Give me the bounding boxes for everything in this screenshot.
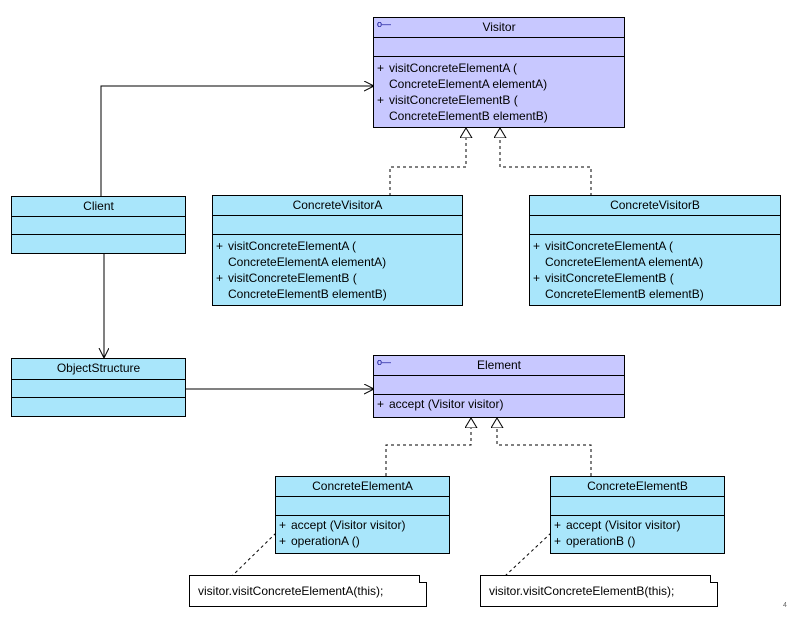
operations-section bbox=[12, 398, 185, 416]
note-anchor-a bbox=[231, 532, 277, 577]
note-fold-corner bbox=[710, 575, 718, 583]
class-client[interactable]: Client bbox=[11, 196, 186, 254]
attributes-section bbox=[374, 376, 624, 395]
operation: +visitConcreteElementB ( bbox=[216, 271, 357, 285]
class-object-structure[interactable]: ObjectStructure bbox=[11, 358, 186, 417]
class-name: Visitor bbox=[482, 20, 516, 34]
note-element-b[interactable]: visitor.visitConcreteElementB(this); bbox=[480, 575, 718, 607]
operations-section bbox=[12, 235, 185, 253]
note-anchor-b bbox=[504, 532, 552, 577]
operations-section: +accept (Visitor visitor) +operationB () bbox=[551, 516, 724, 549]
operation: +visitConcreteElementB ( bbox=[533, 271, 674, 285]
class-concrete-element-a[interactable]: ConcreteElementA +accept (Visitor visito… bbox=[275, 476, 450, 554]
class-name: ConcreteElementA bbox=[312, 479, 413, 493]
operation: +visitConcreteElementB ( bbox=[377, 93, 518, 107]
attributes-section bbox=[213, 216, 462, 235]
realize-visitora-visitor bbox=[389, 128, 466, 196]
note-text: visitor.visitConcreteElementB(this); bbox=[489, 584, 675, 598]
operations-section: +visitConcreteElementA ( ConcreteElement… bbox=[374, 57, 624, 124]
operation: +operationB () bbox=[554, 534, 636, 548]
assoc-client-visitor bbox=[100, 86, 374, 197]
interface-icon: o— bbox=[377, 19, 392, 29]
corner-mark: 4 bbox=[783, 602, 787, 609]
class-concrete-visitor-b[interactable]: ConcreteVisitorB +visitConcreteElementA … bbox=[529, 195, 781, 306]
operation: +accept (Visitor visitor) bbox=[377, 397, 504, 411]
operation: +visitConcreteElementA ( bbox=[216, 239, 357, 253]
operations-section: +visitConcreteElementA ( ConcreteElement… bbox=[213, 235, 462, 302]
class-name: ObjectStructure bbox=[56, 361, 141, 375]
realize-elementb-element bbox=[497, 418, 592, 476]
realize-elementa-element bbox=[385, 418, 471, 476]
class-name: ConcreteVisitorB bbox=[610, 198, 700, 212]
class-concrete-element-b[interactable]: ConcreteElementB +accept (Visitor visito… bbox=[550, 476, 725, 554]
class-name: Client bbox=[83, 199, 114, 213]
operation: +visitConcreteElementA ( bbox=[377, 61, 518, 75]
class-element[interactable]: o— Element +accept (Visitor visitor) bbox=[373, 355, 625, 418]
interface-icon: o— bbox=[377, 357, 392, 367]
class-name: Element bbox=[476, 358, 522, 372]
attributes-section bbox=[12, 217, 185, 235]
note-element-a[interactable]: visitor.visitConcreteElementA(this); bbox=[189, 575, 427, 607]
attributes-section bbox=[551, 497, 724, 516]
note-fold-corner bbox=[419, 575, 427, 583]
class-concrete-visitor-a[interactable]: ConcreteVisitorA +visitConcreteElementA … bbox=[212, 195, 463, 306]
attributes-section bbox=[374, 38, 624, 57]
operation: +operationA () bbox=[279, 534, 360, 548]
operations-section: +accept (Visitor visitor) bbox=[374, 395, 624, 412]
note-text: visitor.visitConcreteElementA(this); bbox=[198, 584, 384, 598]
operations-section: +visitConcreteElementA ( ConcreteElement… bbox=[530, 235, 780, 302]
operation: +accept (Visitor visitor) bbox=[554, 518, 681, 532]
operation: +accept (Visitor visitor) bbox=[279, 518, 406, 532]
class-name: ConcreteVisitorA bbox=[292, 198, 383, 212]
realize-visitorb-visitor bbox=[500, 128, 592, 196]
class-name: ConcreteElementB bbox=[587, 479, 688, 493]
class-visitor[interactable]: o— Visitor +visitConcreteElementA ( Conc… bbox=[373, 17, 625, 128]
operation: +visitConcreteElementA ( bbox=[533, 239, 674, 253]
operations-section: +accept (Visitor visitor) +operationA () bbox=[276, 516, 449, 549]
attributes-section bbox=[530, 216, 780, 235]
attributes-section bbox=[12, 380, 185, 398]
attributes-section bbox=[276, 497, 449, 516]
